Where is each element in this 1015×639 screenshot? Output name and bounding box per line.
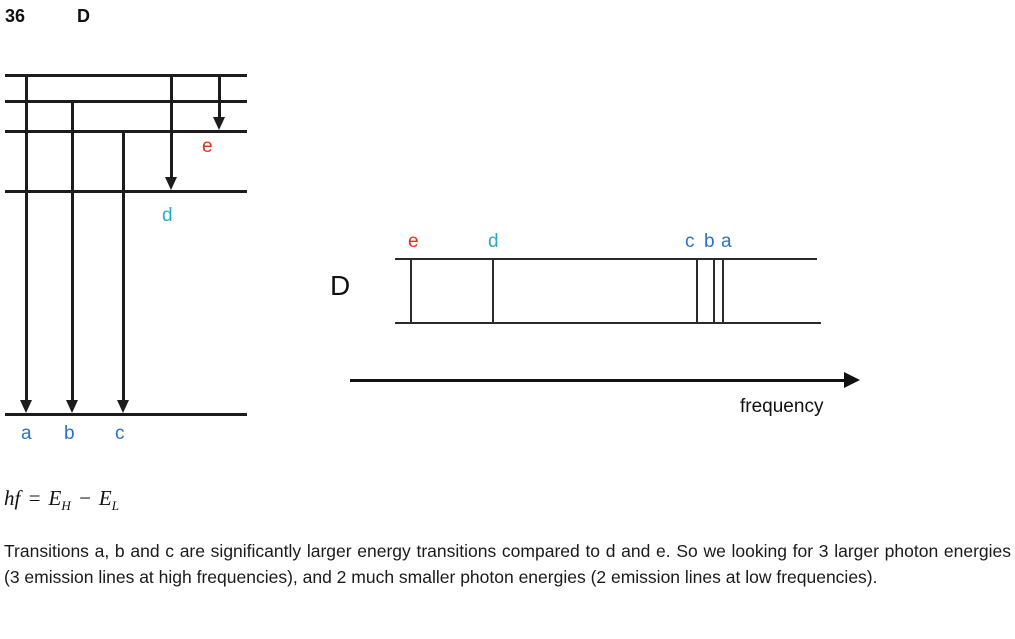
transition-line-d: [170, 74, 173, 178]
emission-line-c: [696, 258, 698, 322]
spectrum-label-b: b: [704, 231, 715, 252]
equation-subscript-L: L: [111, 498, 119, 514]
emission-line-e: [410, 258, 412, 322]
frequency-axis-label: frequency: [740, 396, 824, 417]
frequency-axis-line: [350, 379, 848, 382]
explanation-text: Transitions a, b and c are significantly…: [4, 541, 1011, 588]
transition-label-e: e: [202, 136, 213, 157]
transition-line-e: [218, 74, 221, 118]
spectrum-label-a: a: [721, 231, 732, 252]
equation-E-high: E: [48, 486, 62, 510]
energy-level-line-2: [5, 100, 247, 103]
equation-subscript-H: H: [61, 498, 71, 514]
down-arrowhead-e: [212, 117, 225, 130]
transition-line-c: [122, 130, 125, 401]
emission-line-b: [713, 258, 715, 322]
question-number: 36: [5, 6, 26, 26]
spectrum-option-label: D: [330, 270, 351, 301]
emission-line-d: [492, 258, 494, 322]
energy-level-diagram: a b c d e: [5, 74, 247, 464]
answer-letter: D: [77, 6, 90, 26]
frequency-axis-arrowhead: [844, 372, 860, 388]
transition-label-c: c: [115, 423, 125, 444]
spectrum-label-e: e: [408, 231, 419, 252]
transition-label-a: a: [21, 423, 32, 444]
transition-line-a: [25, 74, 28, 401]
equation-equals-sign: =: [27, 486, 42, 510]
down-arrowhead-b: [65, 400, 78, 413]
spectrum-top-line: [395, 258, 817, 260]
equation-minus-sign: −: [77, 486, 92, 510]
energy-level-line-1: [5, 74, 247, 77]
spectrum-bottom-line: [395, 322, 821, 324]
energy-level-line-4: [5, 190, 247, 193]
emission-line-a: [722, 258, 724, 322]
down-arrowhead-a: [19, 400, 32, 413]
ground-level-line: [5, 413, 247, 416]
spectrum-label-c: c: [685, 231, 695, 252]
emission-spectrum-diagram: D e d c b a frequency: [330, 228, 875, 423]
down-arrowhead-d: [164, 177, 177, 190]
transition-label-b: b: [64, 423, 75, 444]
photon-energy-equation: hf=EH−EL: [4, 486, 119, 514]
spectrum-label-d: d: [488, 231, 499, 252]
transition-label-d: d: [162, 205, 173, 226]
down-arrowhead-c: [116, 400, 129, 413]
equation-hf: hf: [4, 486, 21, 510]
energy-level-line-3: [5, 130, 247, 133]
equation-E-low: E: [98, 486, 112, 510]
transition-line-b: [71, 100, 74, 401]
